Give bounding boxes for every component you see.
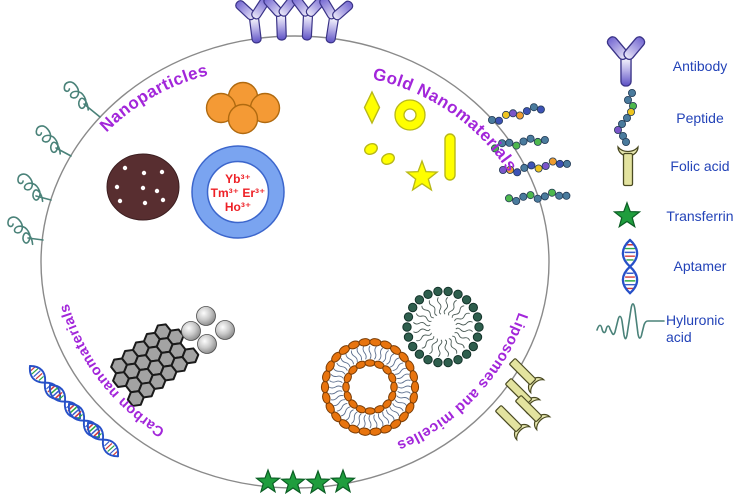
peptide-icon (614, 89, 638, 146)
ion-label-yb: Yb³⁺ (225, 172, 251, 186)
hyaluronic-acid-icon (596, 303, 665, 340)
gold-shapes (363, 90, 456, 191)
legend: Antibody Peptide Folic acid Transferrin … (596, 34, 734, 345)
micelle-icon (402, 286, 484, 368)
upconversion-ring: Yb³⁺ Tm³⁺ Er³⁺ Ho³⁺ (191, 145, 285, 239)
liposome-icon (320, 338, 420, 436)
aptamer-icon (621, 238, 639, 295)
nanoparticle-cluster (205, 81, 281, 135)
doped-nanoparticle (106, 153, 180, 221)
antibody-icon (604, 34, 648, 87)
hyaluronic-acid-icon (31, 122, 72, 158)
legend-label-antibody: Antibody (673, 58, 727, 74)
aptamer-icon (24, 361, 66, 405)
legend-item-aptamer: Aptamer (621, 238, 727, 295)
ion-label-ho: Ho³⁺ (225, 200, 251, 214)
hyaluronic-acid-group (3, 78, 101, 248)
antibody-icon (261, 0, 301, 42)
aptamer-icon (63, 399, 105, 443)
legend-item-antibody: Antibody (604, 34, 727, 87)
legend-label-folic-acid: Folic acid (670, 158, 729, 174)
nanosphere-cluster (181, 306, 235, 354)
aptamer-icon (82, 418, 124, 462)
hyaluronic-acid-icon (59, 78, 101, 118)
legend-label-peptide: Peptide (676, 110, 724, 126)
hyaluronic-acid-icon (13, 170, 52, 205)
transferrin-icon (613, 202, 641, 228)
graphene-sheet (110, 323, 200, 407)
legend-label-transferrin: Transferrin (666, 208, 733, 224)
legend-label-aptamer: Aptamer (674, 258, 727, 274)
legend-item-folic-acid: Folic acid (617, 146, 730, 187)
folic-acid-icon (617, 146, 639, 187)
gold-nanoring (395, 100, 425, 130)
hyaluronic-acid-icon (3, 213, 44, 248)
aptamer-icon (44, 380, 86, 424)
gold-nanorod-diamond (363, 90, 381, 125)
legend-item-peptide: Peptide (614, 89, 724, 146)
legend-label-hyaluronic-2: acid (666, 329, 692, 345)
gold-nanorod (444, 133, 456, 181)
gold-nanosphere (364, 143, 378, 155)
gold-nanosphere (381, 153, 395, 165)
legend-label-hyaluronic-1: Hyluronic (666, 312, 724, 328)
legend-item-hyaluronic-acid: Hyluronic acid (596, 303, 724, 345)
peptide-group (487, 103, 572, 205)
ion-label-tm-er: Tm³⁺ Er³⁺ (211, 186, 266, 200)
legend-item-transferrin: Transferrin (613, 202, 734, 228)
